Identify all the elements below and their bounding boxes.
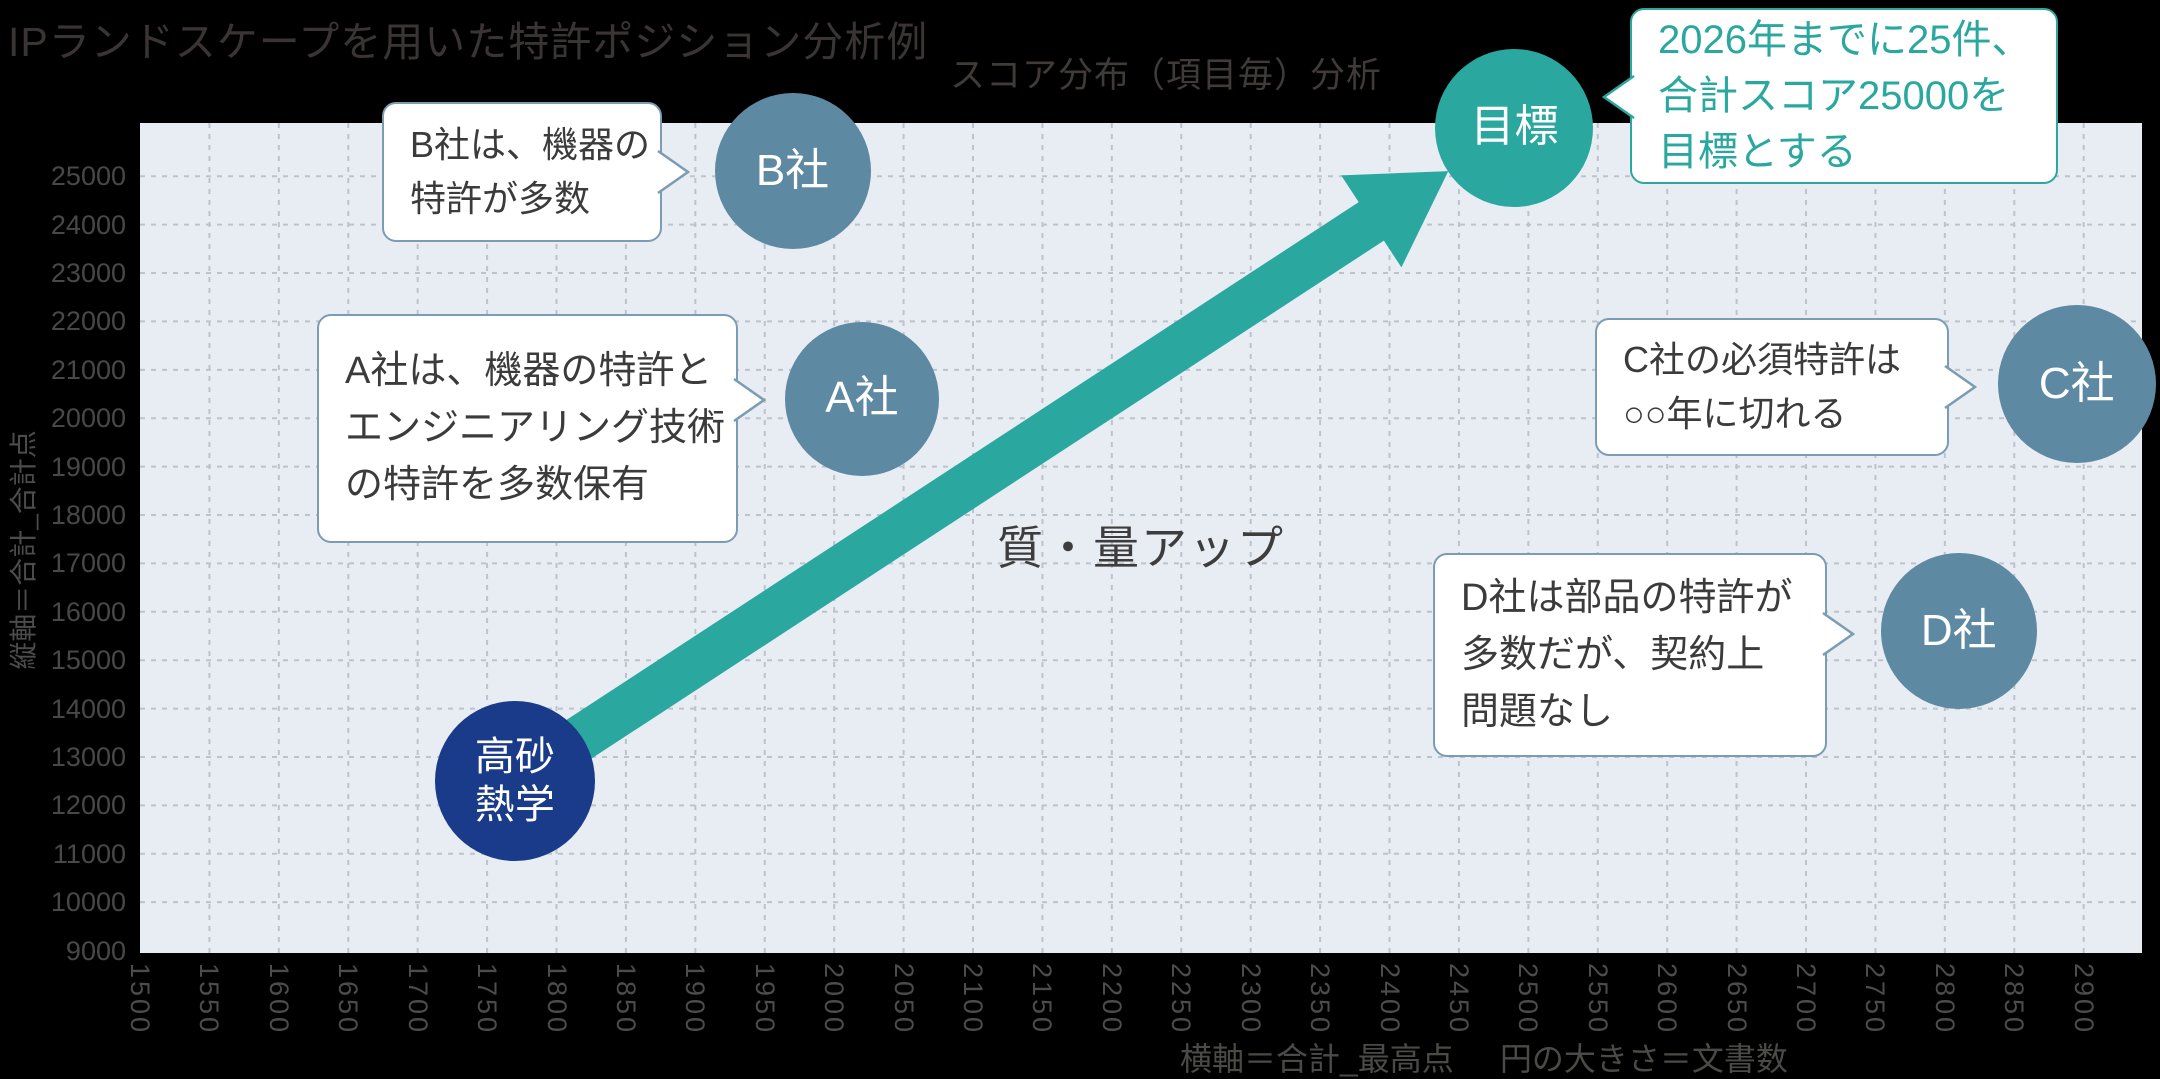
callout-goal-pointer: [1602, 75, 1635, 119]
x-tick: 2250: [1166, 963, 1197, 1036]
y-tick: 22000: [50, 306, 126, 337]
x-axis-title: 横軸＝合計_最高点: [1180, 1041, 1454, 1077]
y-tick: 18000: [50, 500, 126, 530]
x-tick: 1800: [541, 963, 572, 1036]
x-tick: 1750: [472, 963, 503, 1036]
y-tick: 10000: [50, 887, 126, 918]
y-tick: 9000: [65, 935, 126, 966]
bubble-takasago: 高砂 熱学: [434, 701, 595, 862]
arrow-label: 質・量アップ: [997, 522, 1285, 574]
y-tick: 17000: [50, 548, 126, 579]
chart-subtitle: スコア分布（項目毎）分析: [950, 56, 1383, 95]
callout-company-b: B社は、機器の 特許が多数: [382, 102, 690, 242]
x-tick: 2900: [2068, 963, 2099, 1036]
x-tick: 2650: [1721, 963, 1752, 1036]
x-tick: 1700: [402, 963, 433, 1036]
callout-company-d-pointer: [1822, 612, 1855, 656]
y-tick: 14000: [50, 693, 126, 724]
callout-company-b-text: B社は、機器の 特許が多数: [410, 124, 651, 219]
x-tick: 2700: [1791, 963, 1822, 1036]
callout-company-c-pointer: [1944, 365, 1977, 409]
x-tick: 2350: [1305, 963, 1336, 1036]
bubble-company-b: B社: [714, 93, 871, 250]
y-tick: 16000: [50, 596, 126, 627]
bubble-company-c: C社: [1997, 305, 2156, 464]
x-tick: 2500: [1513, 963, 1544, 1036]
x-tick: 1850: [610, 963, 641, 1036]
y-tick: 20000: [50, 403, 126, 434]
x-tick: 2300: [1235, 963, 1266, 1036]
callout-goal: 2026年までに25件、 合計スコア25000を 目標とする: [1602, 8, 2058, 184]
y-tick: 24000: [50, 209, 126, 240]
y-tick: 15000: [50, 645, 126, 676]
x-tick: 2850: [1999, 963, 2030, 1036]
x-tick: 2400: [1374, 963, 1405, 1036]
callout-company-a: A社は、機器の特許と エンジニアリング技術 の特許を多数保有: [317, 314, 766, 543]
x-axis-caption: 横軸＝合計_最高点 円の大きさ＝文書数: [1180, 1034, 1834, 1079]
callout-company-d: D社は部品の特許が 多数だが、契約上 問題なし: [1433, 553, 1855, 757]
y-tick: 12000: [50, 790, 126, 821]
x-tick: 1550: [194, 963, 225, 1036]
callout-company-c-text: C社の必須特許は ○○年に切れる: [1623, 339, 1901, 434]
x-tick: 1500: [125, 963, 155, 1036]
callout-company-a-pointer: [733, 378, 766, 422]
callout-company-d-text: D社は部品の特許が 多数だが、契約上 問題なし: [1461, 576, 1793, 733]
y-tick: 21000: [50, 354, 126, 385]
x-tick: 2000: [819, 963, 850, 1036]
x-tick: 2750: [1860, 963, 1891, 1036]
x-tick: 2100: [958, 963, 988, 1036]
y-tick: 23000: [50, 258, 126, 289]
x-tick: 2550: [1582, 963, 1613, 1036]
x-tick: 2150: [1027, 963, 1058, 1036]
x-tick: 2200: [1096, 963, 1127, 1036]
y-tick: 25000: [50, 161, 126, 192]
y-tick: 19000: [50, 451, 126, 482]
callout-company-c: C社の必須特許は ○○年に切れる: [1595, 318, 1977, 456]
bubble-size-note: 円の大きさ＝文書数: [1499, 1041, 1788, 1077]
x-tick: 1900: [680, 963, 711, 1036]
bubble-company-d: D社: [1880, 553, 2037, 710]
bubble-company-a: A社: [784, 321, 939, 476]
x-tick: 1950: [749, 963, 780, 1036]
x-tick: 2600: [1652, 963, 1683, 1036]
x-tick: 2800: [1929, 963, 1960, 1036]
bubble-goal: 目標: [1435, 48, 1594, 207]
y-tick: 13000: [50, 741, 126, 772]
x-tick: 2050: [888, 963, 919, 1036]
page-title: IPランドスケープを用いた特許ポジション分析例: [8, 19, 929, 65]
y-axis-title: 縦軸＝合計_合計点: [8, 430, 39, 670]
y-tick: 11000: [52, 838, 126, 869]
x-tick: 1600: [263, 963, 294, 1036]
x-tick: 1650: [333, 963, 364, 1036]
x-tick: 2450: [1443, 963, 1474, 1036]
callout-company-b-pointer: [657, 150, 690, 194]
callout-goal-text: 2026年までに25件、 合計スコア25000を 目標とする: [1658, 18, 2032, 174]
callout-company-a-text: A社は、機器の特許と エンジニアリング技術 の特許を多数保有: [345, 350, 726, 506]
